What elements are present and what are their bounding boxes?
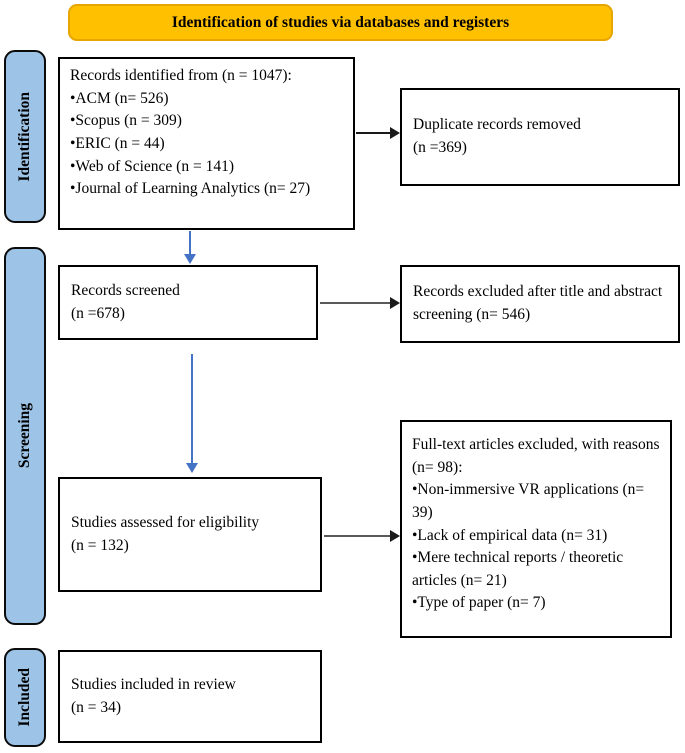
- records-identified-line: •ACM (n= 526): [70, 89, 169, 107]
- stage-bar-included: Included: [4, 648, 46, 747]
- box-duplicates-removed: Duplicate records removed (n =369): [400, 88, 680, 186]
- fulltext-excluded-line: •Lack of empirical data (n= 31): [412, 526, 608, 544]
- duplicates-removed-line: Duplicate records removed: [413, 116, 581, 134]
- records-screened-line: (n =678): [71, 304, 125, 322]
- arrow-screened-to-excluded-head: [390, 297, 400, 309]
- stage-bar-screening: Screening: [4, 247, 46, 625]
- banner-identification-via-databases: Identification of studies via databases …: [68, 4, 613, 41]
- studies-assessed-line: (n = 132): [71, 536, 129, 554]
- arrow-assessed-to-fulltext-line: [324, 535, 392, 537]
- records-identified-line: •Scopus (n = 309): [70, 112, 182, 130]
- arrow-screened-to-excluded-line: [320, 302, 392, 304]
- studies-included-line: Studies included in review: [71, 675, 236, 693]
- records-identified-line: Records identified from (n = 1047):: [70, 67, 292, 84]
- stage-bar-identification: Identification: [4, 50, 46, 223]
- records-screened-line: Records screened: [71, 281, 180, 299]
- box-studies-included: Studies included in review (n = 34): [58, 650, 322, 743]
- banner-label: Identification of studies via databases …: [171, 13, 510, 31]
- arrow-identified-to-duplicates-line: [356, 132, 392, 134]
- box-studies-assessed: Studies assessed for eligibility (n = 13…: [58, 477, 322, 592]
- fulltext-excluded-line: Full-text articles excluded, with reason…: [412, 436, 660, 476]
- fulltext-excluded-line: •Non-immersive VR applications (n= 39): [412, 481, 645, 521]
- arrow-screened-to-assessed-head: [186, 463, 198, 473]
- box-fulltext-excluded: Full-text articles excluded, with reason…: [400, 420, 672, 638]
- records-excluded-text: Records excluded after title and abstrac…: [413, 283, 663, 323]
- fulltext-excluded-line: •Mere technical reports / theoretic arti…: [412, 549, 624, 589]
- stage-label-identification: Identification: [16, 91, 33, 182]
- stage-label-screening: Screening: [16, 403, 33, 469]
- arrow-screened-to-assessed-line: [191, 354, 193, 464]
- box-records-screened: Records screened (n =678): [58, 265, 318, 340]
- records-identified-line: •Journal of Learning Analytics (n= 27): [70, 180, 311, 198]
- arrow-identified-to-duplicates-head: [390, 127, 400, 139]
- duplicates-removed-line: (n =369): [413, 139, 467, 156]
- arrow-identified-to-screened-head: [184, 254, 196, 264]
- stage-label-included: Included: [16, 668, 33, 727]
- box-records-excluded: Records excluded after title and abstrac…: [400, 265, 680, 343]
- fulltext-excluded-line: •Type of paper (n= 7): [412, 594, 546, 612]
- records-identified-line: •Web of Science (n = 141): [70, 157, 234, 175]
- studies-assessed-line: Studies assessed for eligibility: [71, 513, 260, 531]
- box-records-identified: Records identified from (n = 1047): •ACM…: [58, 57, 355, 230]
- arrow-assessed-to-fulltext-head: [390, 530, 400, 542]
- studies-included-line: (n = 34): [71, 698, 122, 716]
- records-identified-line: •ERIC (n = 44): [70, 134, 165, 152]
- arrow-identified-to-screened-line: [189, 231, 191, 255]
